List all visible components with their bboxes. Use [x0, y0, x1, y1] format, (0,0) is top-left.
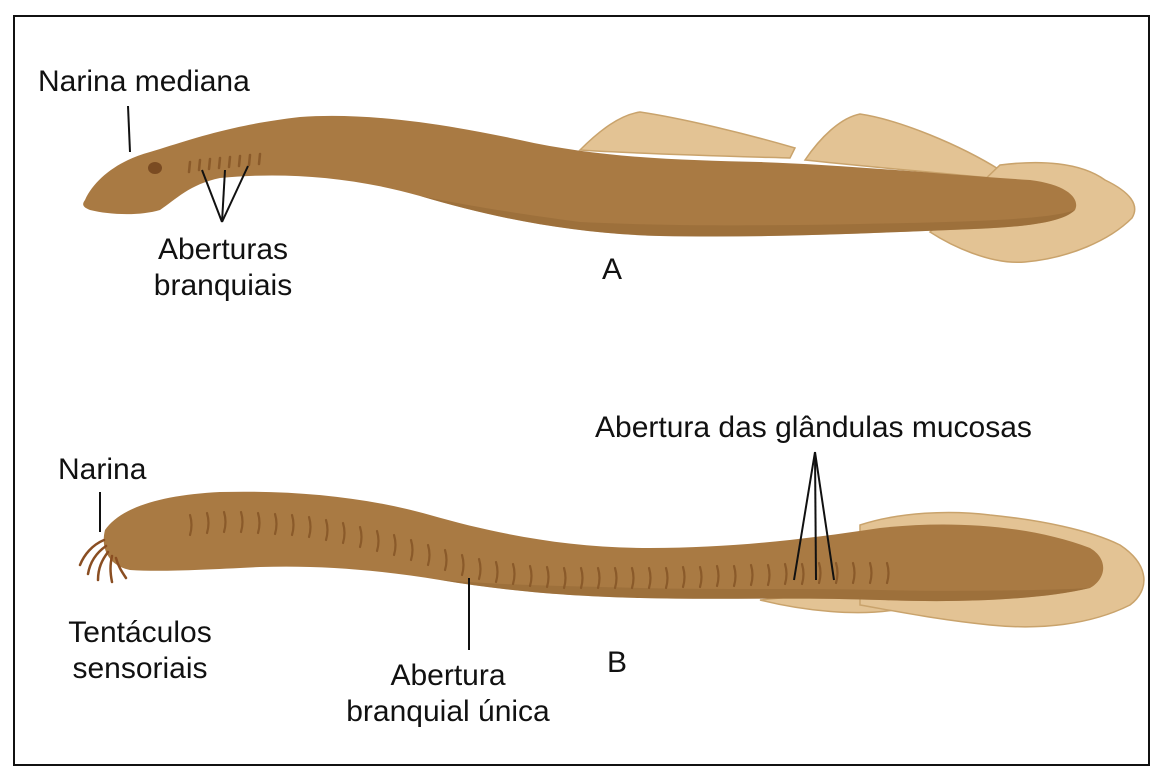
- label-aberturas-branquiais-line1: Aberturas: [128, 232, 318, 268]
- label-aberturas-branquiais-line2: branquiais: [128, 268, 318, 304]
- label-narina: Narina: [58, 452, 146, 488]
- label-abertura-branquial-unica: Abertura branquial única: [318, 658, 578, 730]
- label-tentaculos-line1: Tentáculos: [40, 615, 240, 651]
- animal-b-body: [104, 492, 1103, 601]
- label-abertura-branquial-line1: Abertura: [318, 658, 578, 694]
- label-letter-a: A: [602, 252, 622, 288]
- label-letter-b: B: [607, 645, 627, 681]
- label-abertura-glandulas-mucosas: Abertura das glândulas mucosas: [595, 410, 1032, 446]
- animal-a-dorsal-fin-1: [580, 112, 795, 158]
- label-tentaculos-sensoriais: Tentáculos sensoriais: [40, 615, 240, 687]
- animal-a-eye: [148, 162, 162, 174]
- label-abertura-branquial-line2: branquial única: [318, 694, 578, 730]
- label-tentaculos-line2: sensoriais: [40, 651, 240, 687]
- label-aberturas-branquiais: Aberturas branquiais: [128, 232, 318, 304]
- label-narina-mediana: Narina mediana: [38, 64, 250, 100]
